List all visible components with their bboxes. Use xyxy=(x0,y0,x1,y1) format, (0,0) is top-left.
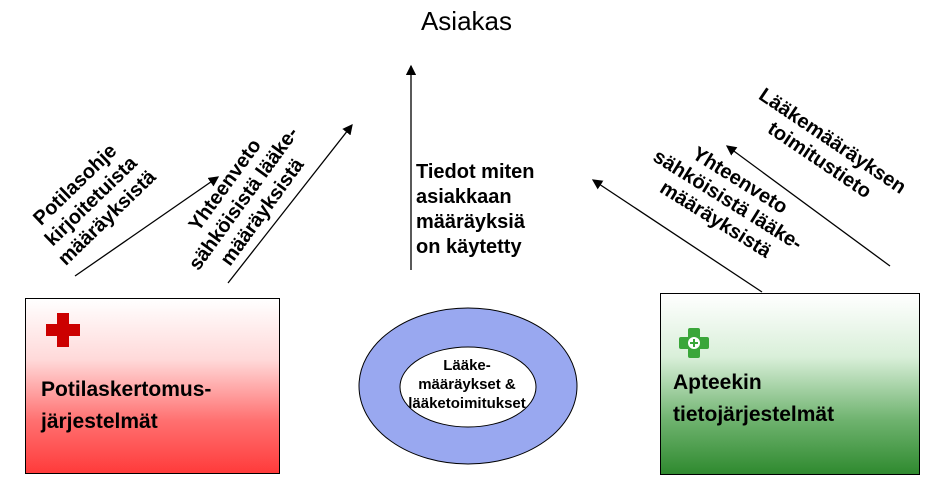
pharmacy-system-box: Apteekin tietojärjestelmät xyxy=(660,293,920,475)
ring-label: Lääke- määräykset & lääketoimitukset xyxy=(408,357,526,412)
arrow-label-center: Tiedot miten asiakkaan määräyksiä on käy… xyxy=(416,161,535,258)
patient-record-system-box: Potilaskertomus- järjestelmät xyxy=(25,298,280,474)
arrow-right-1 xyxy=(591,179,763,293)
arrow-left-1 xyxy=(74,176,220,277)
pharmacy-system-label: Apteekin tietojärjestelmät xyxy=(673,371,835,426)
diagram-title: Asiakas xyxy=(420,6,513,36)
pharmacy-cross-icon xyxy=(679,328,709,358)
arrow-right-2 xyxy=(725,145,891,267)
prescription-database-ring xyxy=(358,307,578,465)
arrow-left-2 xyxy=(227,123,353,284)
patient-record-system-label: Potilaskertomus- järjestelmät xyxy=(41,378,212,433)
red-cross-icon xyxy=(46,313,80,347)
